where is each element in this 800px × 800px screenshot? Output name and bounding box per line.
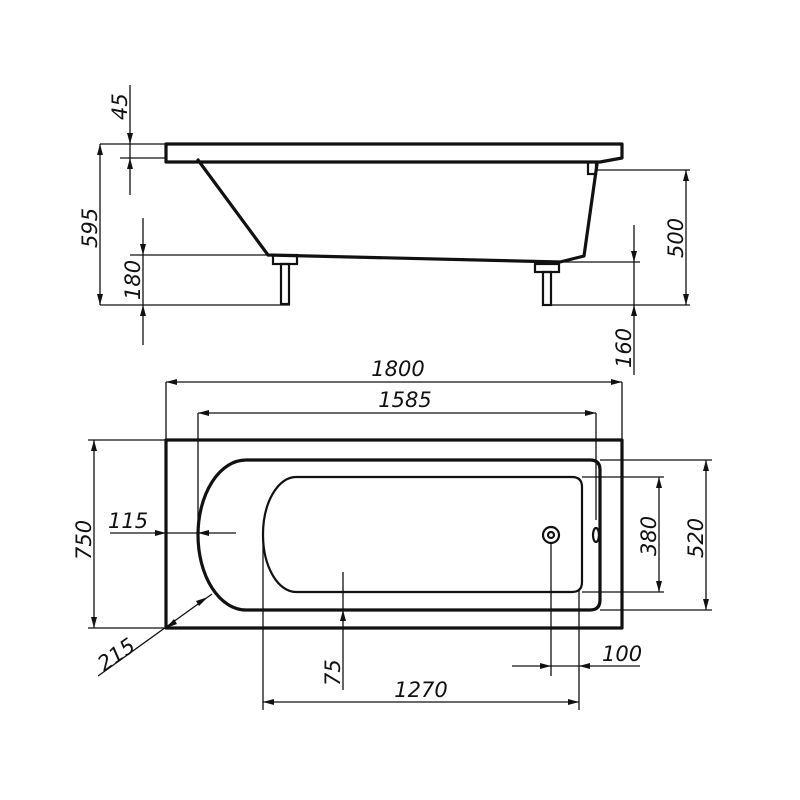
leg-left: [271, 253, 299, 306]
dim-head-radius: 115: [108, 509, 148, 533]
top-view: 1800 1585 750 520 380 115: [72, 357, 712, 710]
dim-rim-thickness: 45: [108, 93, 132, 120]
dim-tub-height: 500: [664, 218, 688, 258]
dim-total-height: 595: [78, 208, 102, 248]
side-view: 45 595 180 500 160: [78, 85, 690, 375]
tub-rim: [164, 142, 624, 164]
dim-inner-length: 1585: [378, 388, 431, 412]
dim-overall-length: 1800: [371, 357, 424, 381]
leg-right: [533, 262, 561, 307]
dim-bottom-length: 1270: [394, 678, 447, 702]
dim-drain-offset: 100: [602, 642, 642, 666]
dim-offset-bottom: 75: [321, 659, 345, 686]
dim-leg-height-right: 160: [612, 328, 636, 368]
drain-outer: [541, 525, 561, 545]
tub-body: [196, 158, 599, 264]
overflow-fitting: [586, 160, 598, 176]
dim-leg-height-left: 180: [121, 260, 145, 300]
dim-corner-diagonal: 215: [93, 633, 140, 676]
dim-bottom-width: 380: [637, 516, 661, 556]
drain-inner: [546, 530, 556, 540]
overflow-hole: [591, 526, 601, 544]
tub-bottom: [261, 475, 584, 594]
dim-overall-width: 750: [72, 520, 96, 560]
tub-basin: [196, 458, 602, 612]
dim-basin-width: 520: [684, 518, 708, 558]
tub-outline: [164, 438, 624, 630]
